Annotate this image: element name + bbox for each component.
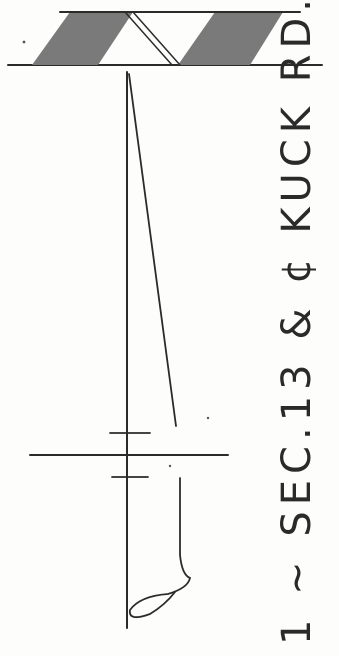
hatched-pavement-right	[178, 12, 283, 65]
speck	[206, 416, 210, 420]
taper-line	[128, 73, 177, 427]
speck	[22, 40, 26, 44]
road-label: 1 ~ SEC.13 & ¢ KUCK RD.	[274, 0, 320, 645]
curb-return-path	[128, 477, 192, 619]
hatched-pavement-left	[32, 12, 133, 65]
culvert-line-a	[124, 11, 173, 66]
culvert-line-b	[132, 11, 181, 66]
speck	[168, 464, 172, 468]
